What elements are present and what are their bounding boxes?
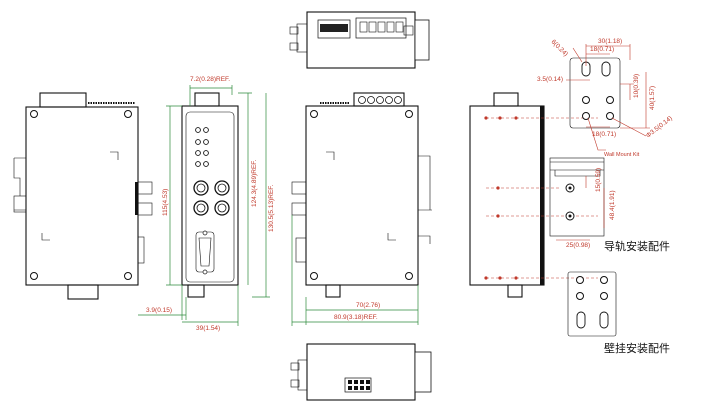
dim-offset-3-9: 3.9(0.15) — [146, 307, 172, 314]
dim-wall-hole: Φ3.5(0.14) — [645, 115, 674, 140]
dim-height-main: 115(4.53) — [162, 189, 169, 216]
din-rail-kit-drawing: 15(0.59) 48.4(1.91) 25(0.98) 导轨安装配件 — [549, 157, 670, 253]
dim-rail-15: 15(0.59) — [595, 168, 602, 192]
dim-wall-18-bottom: 18(0.71) — [592, 131, 616, 138]
wall-mount-kit-drawing: 30(1.18) 18(0.71) 6(0.24) 3.5(0.14) 10(0… — [537, 38, 674, 158]
din-rail-caption: 导轨安装配件 — [604, 239, 670, 253]
left-side-view — [13, 92, 153, 300]
dim-top-width: 7.2(0.28)REF. — [190, 76, 230, 83]
dim-wall-3-5: 3.5(0.14) — [537, 76, 563, 83]
dim-width-80-9: 80.9(3.18)REF. — [334, 314, 378, 321]
bottom-view — [290, 343, 432, 401]
dim-height-124: 124.3(4.89)REF. — [251, 159, 258, 207]
wall-plate-drawing: 壁挂安装配件 — [567, 271, 670, 355]
top-view — [289, 11, 430, 69]
dim-wall-18-top: 18(0.71) — [590, 46, 614, 53]
dim-rail-25: 25(0.98) — [566, 242, 590, 249]
dim-height-130: 130.5(5.13)REF. — [268, 184, 275, 232]
mounted-side-view — [469, 92, 598, 298]
front-view — [181, 92, 239, 298]
dim-rail-48-4: 48.4(1.91) — [609, 190, 616, 220]
dim-width-39: 39(1.54) — [196, 325, 220, 332]
dim-width-70: 70(2.76) — [356, 302, 380, 309]
dim-wall-30: 30(1.18) — [598, 38, 622, 45]
dim-wall-10: 10(0.39) — [633, 74, 640, 98]
right-side-view — [291, 92, 432, 298]
dim-wall-6: 6(0.24) — [550, 38, 570, 58]
wall-mount-kit-label: Wall Mount Kit — [604, 152, 640, 158]
front-dimensions: 7.2(0.28)REF. 115(4.53) 124.3(4.89)REF. … — [138, 76, 275, 332]
dim-wall-40: 40(1.57) — [649, 86, 656, 110]
wall-plate-caption: 壁挂安装配件 — [604, 341, 670, 355]
right-dimensions: 70(2.76) 80.9(3.18)REF. — [291, 215, 419, 326]
